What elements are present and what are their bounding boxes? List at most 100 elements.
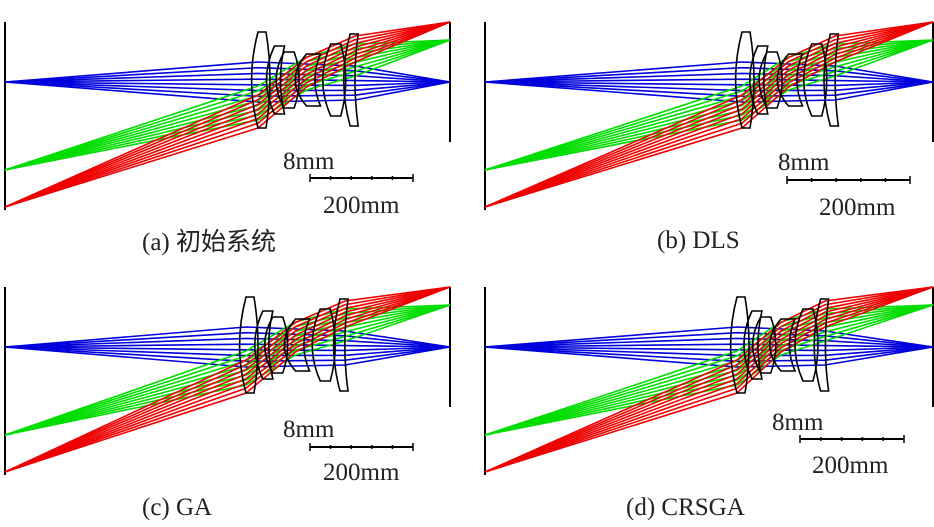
on-axis-ray	[4, 346, 451, 363]
full-field-ray	[484, 21, 934, 208]
lens-element	[743, 310, 763, 380]
panel-caption: (a) 初始系统	[142, 229, 276, 256]
ray-trace-diagram	[4, 286, 451, 475]
full-field-ray	[484, 286, 934, 473]
lens-element	[813, 298, 830, 392]
mid-field-ray	[4, 304, 451, 436]
scale-label-top: 8mm	[772, 409, 824, 436]
ray-trace-diagram	[4, 21, 451, 210]
scale-label-bottom: 200mm	[819, 194, 896, 221]
on-axis-ray	[484, 326, 934, 348]
on-axis-ray	[4, 61, 451, 83]
mid-field-ray	[4, 304, 451, 436]
full-field-ray	[4, 286, 451, 473]
mid-field-ray	[484, 304, 934, 436]
lens-element	[311, 308, 336, 382]
mid-field-ray	[484, 39, 934, 171]
scale-label-bottom: 200mm	[323, 459, 400, 486]
mid-field-ray	[484, 39, 934, 171]
lens-element	[275, 51, 300, 109]
lens-element	[283, 318, 311, 372]
full-field-ray	[4, 286, 451, 473]
lens-element	[294, 53, 322, 107]
full-field-ray	[484, 21, 934, 208]
full-field-ray	[484, 286, 934, 473]
full-field-ray	[484, 21, 934, 208]
full-field-ray	[484, 286, 934, 473]
on-axis-ray	[484, 346, 934, 368]
panel-caption: (b) DLS	[657, 227, 740, 254]
full-field-ray	[4, 21, 451, 208]
full-field-ray	[4, 286, 451, 473]
mid-field-ray	[4, 39, 451, 171]
full-field-ray	[4, 286, 451, 473]
on-axis-ray	[4, 346, 451, 368]
scale-label-top: 8mm	[283, 416, 335, 443]
scale-label-top: 8mm	[283, 148, 335, 175]
on-axis-ray	[484, 61, 934, 83]
mid-field-ray	[484, 304, 934, 436]
full-field-ray	[484, 286, 934, 473]
panel-caption: (d) CRSGA	[626, 494, 745, 521]
full-field-ray	[484, 286, 934, 473]
full-field-ray	[4, 21, 451, 208]
scale-label-bottom: 200mm	[323, 192, 400, 219]
mid-field-ray	[4, 304, 451, 436]
panel-b: 8mm 200mm (b) DLS	[480, 0, 934, 262]
lens-element	[238, 296, 259, 394]
scale-label-bottom: 200mm	[812, 452, 889, 479]
lens-element	[794, 308, 819, 382]
ray-trace-diagram	[484, 21, 934, 210]
mid-field-ray	[4, 39, 451, 171]
full-field-ray	[484, 286, 934, 473]
mid-field-ray	[484, 304, 934, 436]
lens-element	[332, 298, 349, 392]
full-field-ray	[484, 21, 934, 208]
full-field-ray	[484, 21, 934, 208]
lens-element	[758, 51, 783, 109]
full-field-ray	[4, 21, 451, 208]
full-field-ray	[484, 21, 934, 208]
lens-element	[776, 53, 804, 107]
on-axis-ray	[4, 81, 451, 98]
full-field-ray	[4, 21, 451, 208]
lens-element	[823, 33, 840, 127]
panel-caption: (c) GA	[142, 494, 213, 521]
lens-element	[749, 45, 769, 115]
mid-field-ray	[4, 39, 451, 171]
on-axis-ray	[484, 81, 934, 98]
mid-field-ray	[484, 39, 934, 171]
lens-element	[265, 45, 286, 115]
full-field-ray	[4, 21, 451, 208]
full-field-ray	[4, 286, 451, 473]
on-axis-ray	[484, 346, 934, 363]
panel-d: 8mm 200mm (d) CRSGA	[480, 265, 934, 527]
full-field-ray	[4, 286, 451, 473]
lens-element	[342, 33, 360, 127]
mid-field-ray	[4, 304, 451, 436]
full-field-ray	[4, 21, 451, 208]
lens-element	[250, 31, 271, 129]
full-field-ray	[484, 286, 934, 473]
full-field-ray	[484, 21, 934, 208]
full-field-ray	[4, 286, 451, 473]
lens-element	[263, 316, 289, 374]
mid-field-ray	[484, 304, 934, 436]
on-axis-ray	[4, 81, 451, 103]
ray-trace-diagram	[484, 286, 934, 475]
on-axis-ray	[4, 326, 451, 348]
full-field-ray	[4, 286, 451, 473]
lens-element	[769, 318, 797, 372]
on-axis-ray	[484, 81, 934, 103]
full-field-ray	[484, 21, 934, 208]
full-field-ray	[484, 286, 934, 473]
lens-element	[734, 31, 755, 129]
mid-field-ray	[484, 39, 934, 171]
panel-c: 8mm 200mm (c) GA	[0, 265, 467, 527]
mid-field-ray	[484, 39, 934, 171]
full-field-ray	[4, 21, 451, 208]
lens-element	[254, 310, 274, 380]
mid-field-ray	[4, 39, 451, 171]
scale-label-top: 8mm	[778, 149, 830, 176]
full-field-ray	[4, 21, 451, 208]
